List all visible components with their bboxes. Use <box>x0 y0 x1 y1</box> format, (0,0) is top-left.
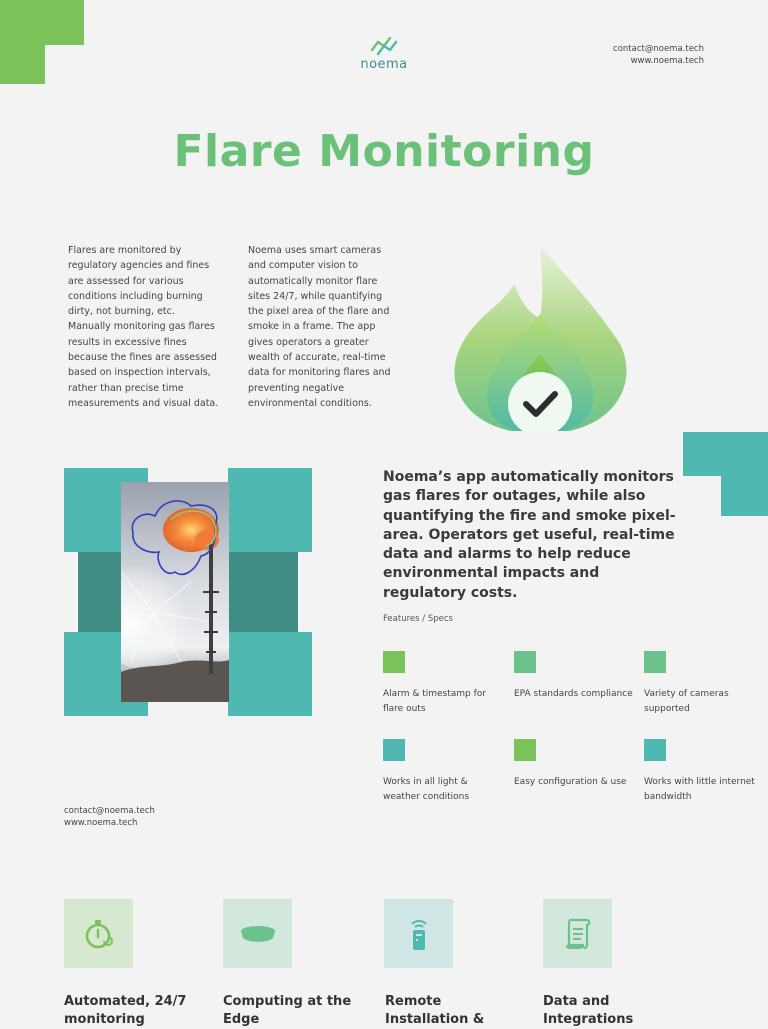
document-tile <box>543 899 612 968</box>
contact-block-bottom: contact@noema.tech www.noema.tech <box>64 805 155 829</box>
remote-tile <box>384 899 453 968</box>
feature-label: EPA standards compliance <box>514 689 633 699</box>
feature-bullet-icon <box>644 739 666 761</box>
feature-label: Alarm & timestamp for flare outs <box>383 689 487 714</box>
corner-decoration-right-vertical <box>721 432 768 516</box>
lead-paragraph: Noema’s app automatically monitors gas f… <box>383 469 676 601</box>
feature-item: EPA standards compliance <box>514 651 634 702</box>
intro-column-2: Noema uses smart cameras and computer vi… <box>248 245 391 409</box>
flame-check-icon <box>444 244 636 436</box>
feature-item: Works with little internet bandwidth <box>644 739 764 805</box>
feature-item: Alarm & timestamp for flare outs <box>383 651 503 717</box>
frame-corner-br <box>228 632 312 716</box>
frame-corner-tr <box>228 468 312 552</box>
edge-device-tile <box>223 899 292 968</box>
stopwatch-icon <box>85 919 113 948</box>
remote-icon <box>410 919 427 950</box>
feature-bullet-icon <box>514 739 536 761</box>
brand-name: noema <box>360 57 408 72</box>
feature-bullet-icon <box>514 651 536 673</box>
tile-label-edge: Computing at the Edge <box>223 994 352 1027</box>
noema-logo-icon <box>370 36 398 56</box>
feature-label: Works with little internet bandwidth <box>644 777 755 802</box>
contact-email[interactable]: contact@noema.tech <box>64 806 155 816</box>
contact-website[interactable]: www.noema.tech <box>630 56 704 66</box>
contact-block-top: contact@noema.tech www.noema.tech <box>560 43 704 67</box>
edge-device-icon <box>240 925 275 942</box>
feature-label: Easy configuration & use <box>514 777 627 787</box>
stopwatch-tile <box>64 899 133 968</box>
intro-column-1: Flares are monitored by regulatory agenc… <box>68 245 219 409</box>
document-scroll-icon <box>565 918 590 949</box>
feature-bullet-icon <box>383 651 405 673</box>
tile-label-automated: Automated, 24/7 monitoring <box>64 994 187 1027</box>
contact-website[interactable]: www.noema.tech <box>64 818 138 828</box>
feature-label: Variety of cameras supported <box>644 689 729 714</box>
feature-bullet-icon <box>383 739 405 761</box>
flare-photo-frame <box>64 468 312 716</box>
flare-photo <box>121 482 229 702</box>
brand-logo[interactable]: noema <box>352 36 416 72</box>
feature-item: Works in all light & weather conditions <box>383 739 503 805</box>
contact-email[interactable]: contact@noema.tech <box>613 44 704 54</box>
feature-label: Works in all light & weather conditions <box>383 777 470 802</box>
feature-bullet-icon <box>644 651 666 673</box>
tile-label-remote: Remote Installation & <box>385 994 485 1027</box>
corner-decoration-top-left-vertical <box>0 0 45 84</box>
tile-label-data: Data and Integrations <box>543 994 634 1027</box>
feature-item: Easy configuration & use <box>514 739 634 790</box>
feature-item: Variety of cameras supported <box>644 651 764 717</box>
features-label: Features / Specs <box>383 614 453 624</box>
page-title: Flare Monitoring <box>173 126 595 177</box>
